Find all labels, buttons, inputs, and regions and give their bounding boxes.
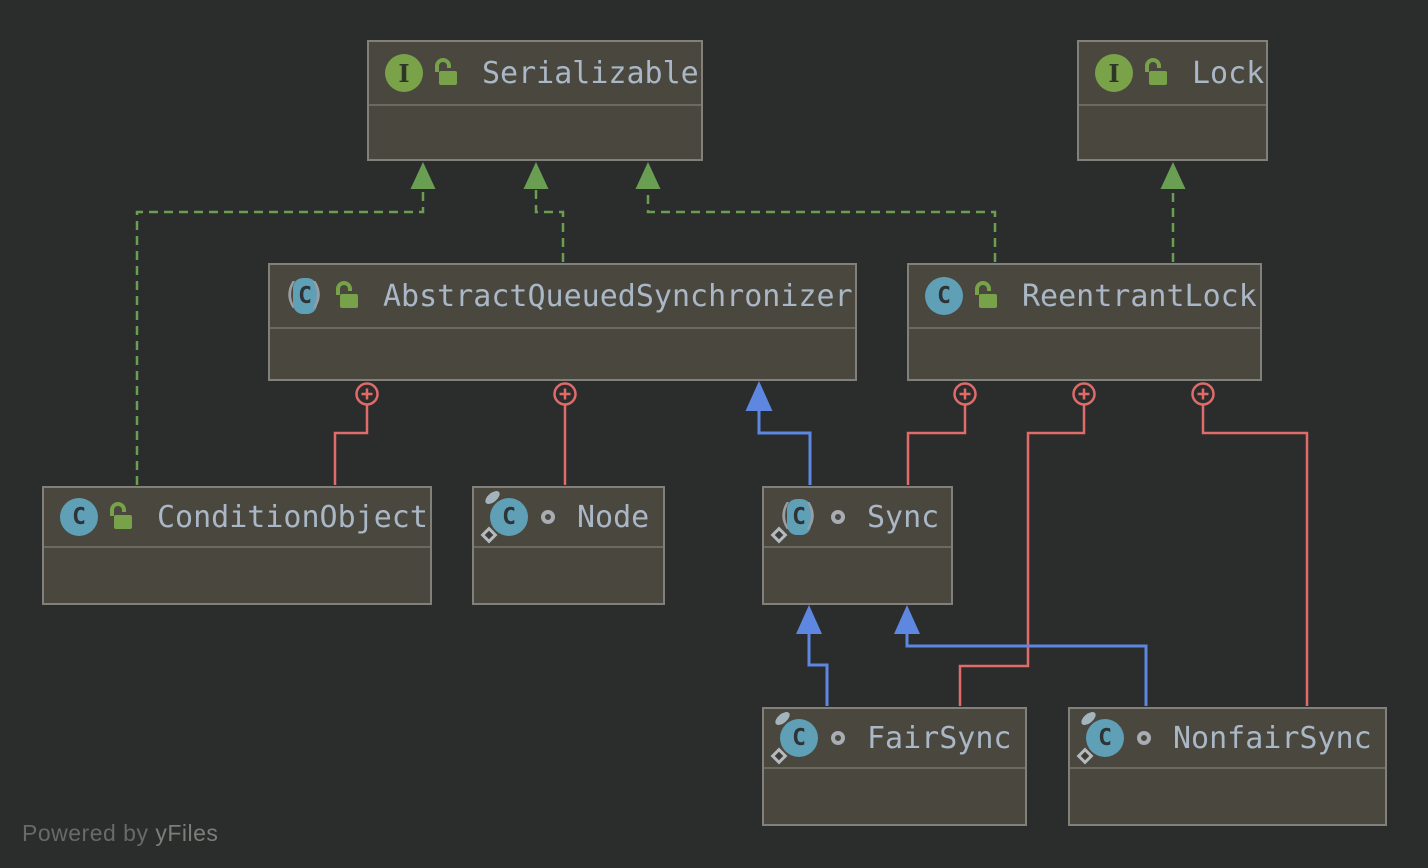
- node-header: I Serializable: [369, 42, 701, 106]
- node-header: C FairSync: [764, 709, 1025, 769]
- public-lock-icon: [975, 281, 997, 308]
- innerclass-anchor-aqs-1[interactable]: [355, 382, 379, 406]
- public-lock-icon: [336, 281, 358, 308]
- class-icon: C: [57, 497, 101, 537]
- edge-innerclass-reentrantlock-sync[interactable]: [906, 405, 967, 485]
- package-private-icon: [831, 731, 845, 745]
- arrowhead-implements-aqs: [523, 162, 549, 189]
- arrowhead-extends-sync-aqs: [745, 381, 773, 411]
- static-class-icon: C: [1076, 709, 1127, 765]
- edge-extends-fairsync-sync[interactable]: [807, 633, 829, 706]
- edge-innerclass-reentrantlock-nonfairsync[interactable]: [1201, 405, 1309, 706]
- class-node-reentrantlock[interactable]: C ReentrantLock: [907, 263, 1262, 381]
- arrowhead-implements-conditionobject: [410, 162, 436, 189]
- class-node-serializable[interactable]: I Serializable: [367, 40, 703, 161]
- class-node-nonfairsync[interactable]: C NonfairSync: [1068, 707, 1387, 826]
- static-class-icon: C: [480, 488, 531, 544]
- class-name: Serializable: [482, 55, 699, 91]
- node-header: ( C ) AbstractQueuedSynchronizer: [270, 265, 855, 329]
- edge-extends-sync-aqs[interactable]: [757, 410, 812, 485]
- class-name: Sync: [867, 499, 940, 535]
- arrowhead-extends-nonfairsync-sync: [894, 605, 920, 634]
- node-header: C NonfairSync: [1070, 709, 1385, 769]
- public-lock-icon: [110, 502, 132, 529]
- innerclass-anchor-reentrantlock-1[interactable]: [953, 382, 977, 406]
- innerclass-anchor-aqs-2[interactable]: [553, 382, 577, 406]
- class-node-conditionobject[interactable]: C ConditionObject: [42, 486, 432, 605]
- class-node-lock[interactable]: I Lock: [1077, 40, 1268, 161]
- arrowhead-implements-reentrantlock: [635, 162, 661, 189]
- interface-icon: I: [1092, 53, 1136, 93]
- edge-implements-aqs-serializable[interactable]: [534, 189, 565, 262]
- public-lock-icon: [1145, 58, 1167, 85]
- class-node-abstractqueuedsynchronizer[interactable]: ( C ) AbstractQueuedSynchronizer: [268, 263, 857, 381]
- edge-innerclass-aqs-conditionobject[interactable]: [333, 405, 369, 485]
- innerclass-anchor-reentrantlock-3[interactable]: [1191, 382, 1215, 406]
- class-node-sync[interactable]: ( C ) Sync: [762, 486, 953, 605]
- class-name: FairSync: [867, 720, 1012, 756]
- arrowhead-extends-fairsync-sync: [796, 605, 822, 634]
- static-class-icon: C: [770, 709, 821, 765]
- package-private-icon: [541, 510, 555, 524]
- arrowhead-implements-lock: [1160, 162, 1186, 189]
- class-name: NonfairSync: [1173, 720, 1372, 756]
- edge-innerclass-reentrantlock-fairsync[interactable]: [958, 405, 1086, 706]
- class-node-node[interactable]: C Node: [472, 486, 665, 605]
- edge-extends-nonfairsync-sync[interactable]: [905, 633, 1148, 706]
- abstract-class-icon: ( C ): [282, 277, 326, 314]
- class-name: Node: [577, 499, 650, 535]
- node-header: I Lock: [1079, 42, 1266, 106]
- node-header: ( C ) Sync: [764, 488, 951, 548]
- class-name: AbstractQueuedSynchronizer: [383, 278, 853, 314]
- edge-implements-reentrantlock-serializable[interactable]: [646, 189, 997, 262]
- package-private-icon: [831, 510, 845, 524]
- node-header: C ReentrantLock: [909, 265, 1260, 329]
- node-header: C ConditionObject: [44, 488, 430, 548]
- powered-by-watermark: Powered by yFiles: [22, 820, 218, 847]
- innerclass-anchor-reentrantlock-2[interactable]: [1072, 382, 1096, 406]
- public-lock-icon: [435, 58, 457, 85]
- abstract-static-class-icon: ( C ): [770, 497, 821, 544]
- interface-icon: I: [382, 53, 426, 93]
- class-name: ReentrantLock: [1022, 278, 1257, 314]
- class-icon: C: [922, 276, 966, 316]
- package-private-icon: [1137, 731, 1151, 745]
- class-node-fairsync[interactable]: C FairSync: [762, 707, 1027, 826]
- class-name: Lock: [1192, 55, 1265, 91]
- watermark-prefix: Powered by: [22, 820, 156, 846]
- yfiles-link[interactable]: yFiles: [155, 820, 219, 846]
- node-header: C Node: [474, 488, 663, 548]
- class-name: ConditionObject: [157, 499, 428, 535]
- edge-implements-conditionobject-serializable[interactable]: [135, 189, 425, 485]
